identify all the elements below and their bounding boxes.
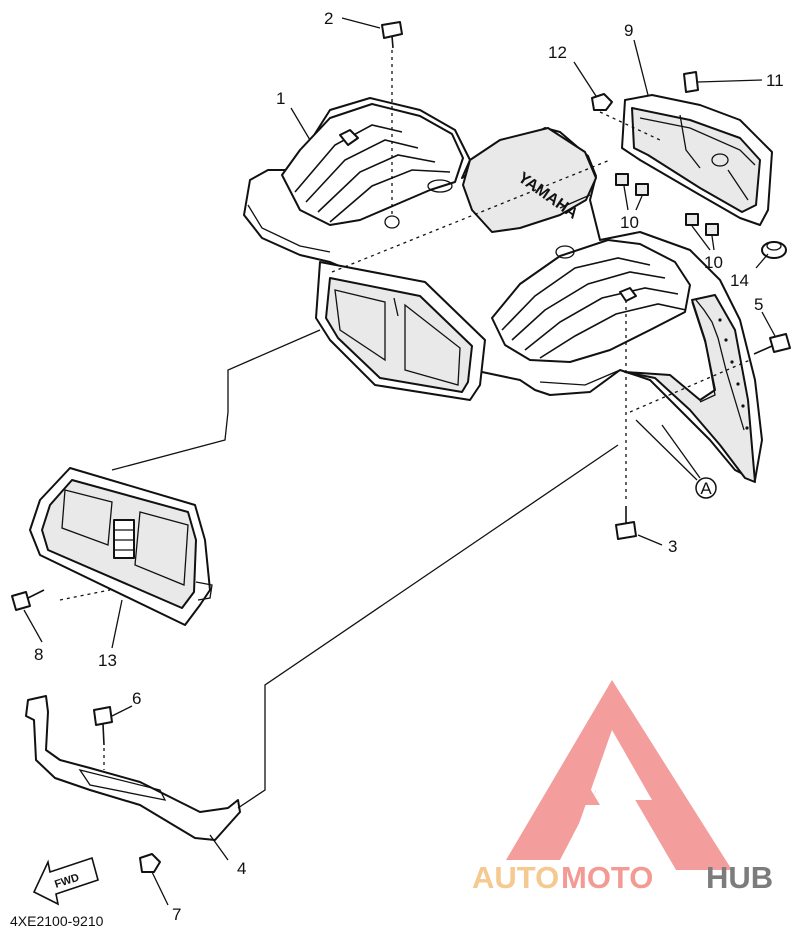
diagram-code: 4XE2100-9210 [10,913,104,929]
bracket-stay [25,695,241,841]
pad-10a [615,173,629,186]
assembly-lines [59,50,751,809]
watermark-auto: AUTO [472,860,559,895]
callout-labels: 1 2 3 4 5 6 7 8 9 10 10 11 12 13 14 [34,9,784,924]
watermark-hub: HUB [706,860,773,895]
watermark-logo-text: AUTO MOTO HUB [472,860,773,895]
reference-marker-a: A [635,419,717,499]
bolt-5 [753,333,791,355]
callout-5: 5 [754,295,763,314]
clip-11 [683,71,699,93]
bolt-3 [615,506,637,540]
callout-6: 6 [132,689,141,708]
watermark-logo-triangle [506,680,732,870]
callout-13: 13 [98,651,117,670]
headlight-frame [29,467,213,626]
fwd-arrow-icon: FWD [32,856,99,906]
bolt-8 [11,589,45,611]
callout-10b: 10 [704,253,723,272]
callout-7: 7 [172,905,181,924]
callout-3: 3 [668,537,677,556]
callout-9: 9 [624,21,633,40]
ref-marker-text: A [700,479,712,498]
callout-8: 8 [34,645,43,664]
callout-10a: 10 [620,213,639,232]
nut-7 [139,853,161,873]
rear-light-housing [591,71,787,259]
callout-11: 11 [766,71,784,90]
callout-1: 1 [276,89,285,108]
headlight-opening [315,261,486,401]
callout-14: 14 [730,271,749,290]
callout-2: 2 [324,9,333,28]
bolt-6 [93,706,113,746]
pad-10b [685,213,699,226]
nut-12 [591,93,613,111]
callout-4: 4 [237,859,246,878]
callout-12: 12 [548,43,567,62]
callout-leaders [23,17,776,906]
watermark-moto: MOTO [561,860,653,895]
bolt-2 [381,21,403,49]
